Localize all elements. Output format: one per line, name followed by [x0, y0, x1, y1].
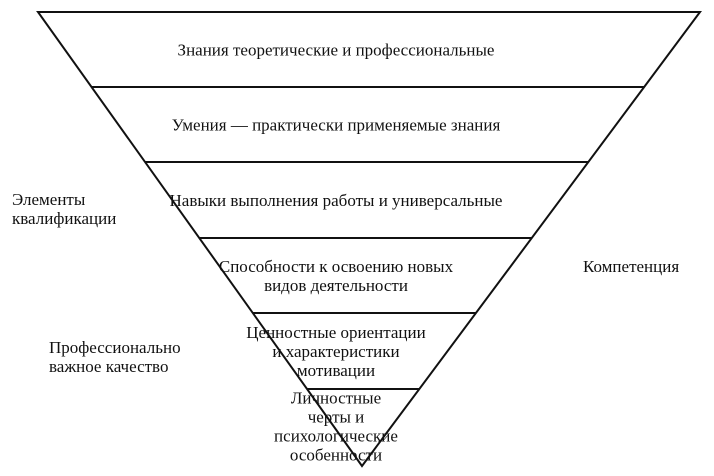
pyramid-level-5-line-1: Ценностные ориентации: [246, 323, 425, 342]
pyramid-level-3-line-1: Навыки выполнения работы и универсальные: [170, 191, 503, 210]
pyramid-level-6-line-3: психологические: [274, 427, 398, 446]
pyramid-level-5-line-3: мотивации: [297, 361, 375, 380]
pyramid-level-6-line-4: особенности: [290, 446, 382, 465]
pyramid-levels: Знания теоретические и профессиональныеУ…: [36, 11, 702, 468]
competence-label: Компетенция: [583, 257, 679, 276]
qualification-label-line-2: квалификации: [12, 209, 117, 228]
quality-label-line-1: Профессионально: [49, 338, 181, 357]
qualification-label: Элементы квалификации: [12, 190, 116, 228]
pyramid-level-5-line-2: и характеристики: [272, 342, 399, 361]
quality-label: Профессионально важное качество: [49, 338, 181, 376]
pyramid-level-2: Умения — практически применяемые знания: [172, 116, 501, 135]
pyramid-level-6-line-1: Личностные: [291, 389, 381, 408]
pyramid-level-1: Знания теоретические и профессиональные: [178, 41, 495, 60]
qualification-label-line-1: Элементы: [12, 190, 86, 209]
pyramid-level-2-line-1: Умения — практически применяемые знания: [172, 116, 501, 135]
competence-label-text: Компетенция: [583, 257, 680, 276]
pyramid-level-4-line-1: Способности к освоению новых: [219, 257, 454, 276]
pyramid-level-4-line-2: видов деятельности: [264, 276, 408, 295]
pyramid-level-3: Навыки выполнения работы и универсальные: [170, 191, 503, 210]
quality-label-line-2: важное качество: [49, 357, 169, 376]
pyramid-level-1-line-1: Знания теоретические и профессиональные: [178, 41, 495, 60]
pyramid-level-6-line-2: черты и: [308, 408, 365, 427]
